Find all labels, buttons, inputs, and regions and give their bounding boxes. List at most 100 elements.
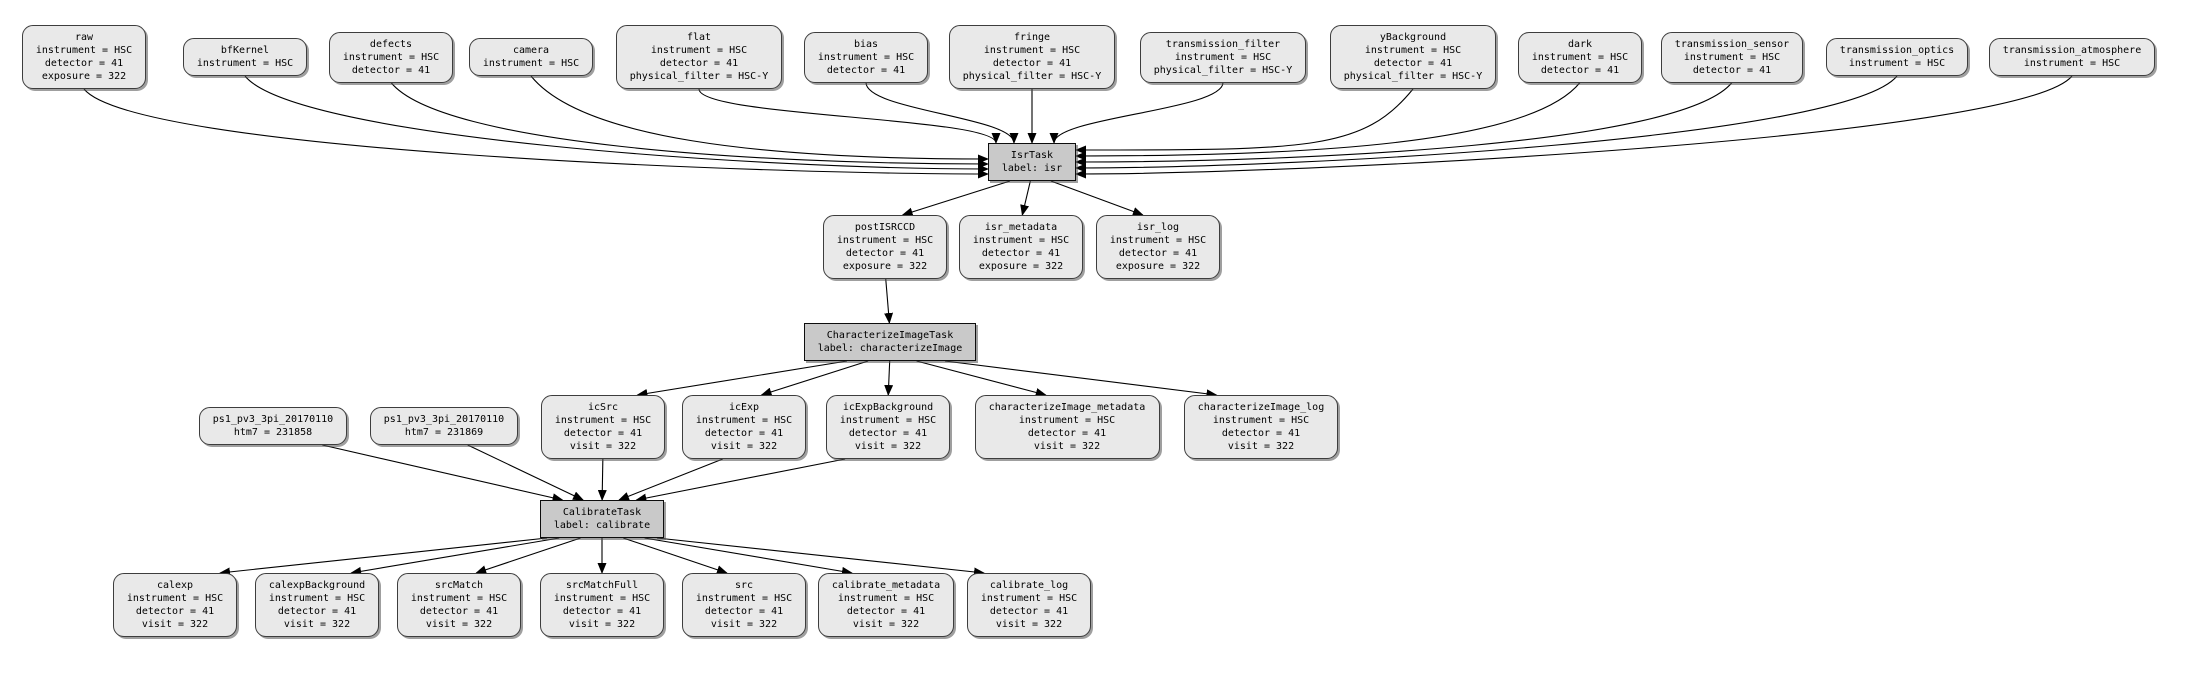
node-dimension: instrument = HSC bbox=[972, 235, 1070, 246]
node-dimension: detector = 41 bbox=[826, 64, 906, 76]
edge-raw-isr bbox=[83, 88, 989, 179]
node-title: dark bbox=[1567, 38, 1593, 50]
node-dimension: detector = 41 bbox=[989, 606, 1069, 617]
node-dimension: visit = 322 bbox=[141, 619, 209, 630]
node-dimension: visit = 322 bbox=[852, 619, 920, 630]
node-title: characterizeImage_log bbox=[1197, 402, 1325, 413]
node-dimension: detector = 41 bbox=[1118, 248, 1198, 259]
node-dimension: detector = 41 bbox=[846, 606, 926, 617]
edge-calibrate-calibrate_log bbox=[656, 537, 985, 577]
node-dimension: instrument = HSC bbox=[1109, 235, 1207, 246]
node-dimension: visit = 322 bbox=[425, 619, 493, 630]
edge-calibrate-calibrate_metadata bbox=[644, 537, 853, 576]
node-dimension: detector = 41 bbox=[44, 58, 124, 69]
node-dimension: detector = 41 bbox=[659, 58, 739, 69]
node-dimension: instrument = HSC bbox=[650, 45, 748, 56]
node-dimension: instrument = HSC bbox=[1848, 58, 1946, 69]
node-ps1_a: ps1_pv3_3pi_20170110 htm7 = 231858 bbox=[199, 407, 347, 445]
edge-calibrate-src bbox=[623, 537, 728, 575]
node-dimension: detector = 41 bbox=[845, 248, 925, 259]
node-title: bfKernel bbox=[220, 45, 270, 56]
node-dimension: detector = 41 bbox=[562, 606, 642, 617]
node-dimension: detector = 41 bbox=[135, 606, 215, 617]
edge-characterizeImage-characterizeImage_log bbox=[944, 360, 1218, 399]
node-dimension: detector = 41 bbox=[1221, 428, 1301, 439]
node-dimension: instrument = HSC bbox=[1531, 51, 1629, 63]
node-title: transmission_filter bbox=[1165, 38, 1281, 50]
node-dimension: detector = 41 bbox=[563, 428, 643, 439]
node-title: IsrTask bbox=[1010, 150, 1054, 161]
node-dimension: detector = 41 bbox=[277, 606, 357, 617]
node-title: CalibrateTask bbox=[562, 507, 642, 518]
node-title: bias bbox=[853, 38, 879, 50]
node-dimension: exposure = 322 bbox=[41, 71, 127, 82]
node-title: icSrc bbox=[587, 402, 619, 413]
edge-camera-isr bbox=[530, 75, 989, 164]
node-dimension: detector = 41 bbox=[704, 428, 784, 439]
node-dimension: exposure = 322 bbox=[842, 261, 928, 272]
node-dimension: instrument = HSC bbox=[126, 593, 224, 604]
node-title: CharacterizeImageTask bbox=[826, 330, 954, 341]
node-dimension: instrument = HSC bbox=[342, 51, 440, 63]
edge-transmission_filter-isr bbox=[1049, 82, 1224, 144]
node-dimension: physical_filter = HSC-Y bbox=[1343, 71, 1483, 82]
node-dimension: htm7 = 231858 bbox=[233, 427, 313, 438]
node-dimension: instrument = HSC bbox=[1018, 415, 1116, 426]
node-dimension: visit = 322 bbox=[1227, 441, 1295, 452]
node-dimension: physical_filter = HSC-Y bbox=[962, 71, 1102, 82]
node-dimension: visit = 322 bbox=[569, 441, 637, 452]
node-dimension: instrument = HSC bbox=[836, 235, 934, 246]
node-title: isr_log bbox=[1136, 222, 1180, 233]
node-dimension: instrument = HSC bbox=[554, 415, 652, 426]
node-title: icExp bbox=[728, 402, 760, 413]
node-dimension: htm7 = 231869 bbox=[404, 427, 484, 438]
node-title: calexpBackground bbox=[268, 580, 366, 591]
node-dimension: instrument = HSC bbox=[482, 58, 580, 69]
edge-defects-isr bbox=[390, 82, 989, 169]
node-dimension: instrument = HSC bbox=[837, 593, 935, 604]
node-title: srcMatch bbox=[434, 580, 484, 591]
node-bfKernel: bfKernel instrument = HSC bbox=[183, 38, 307, 76]
node-title: yBackground bbox=[1379, 32, 1447, 43]
node-dimension: detector = 41 bbox=[848, 428, 928, 439]
edge-characterizeImage-icSrc bbox=[636, 360, 848, 398]
edge-characterizeImage-icExp bbox=[760, 360, 869, 397]
node-dimension: visit = 322 bbox=[854, 441, 922, 452]
node-title: src bbox=[734, 580, 754, 591]
edge-icExpBackground-calibrate bbox=[635, 458, 846, 503]
edge-transmission_atmosphere-isr bbox=[1075, 75, 2073, 179]
edge-flat-isr bbox=[698, 88, 1001, 144]
node-title: ps1_pv3_3pi_20170110 bbox=[212, 414, 334, 425]
node-title: calibrate_metadata bbox=[831, 580, 941, 591]
node-dimension: detector = 41 bbox=[419, 606, 499, 617]
edge-bias-isr bbox=[865, 82, 1019, 144]
node-title: srcMatchFull bbox=[565, 580, 639, 591]
node-dimension: instrument = HSC bbox=[35, 45, 133, 56]
node-dimension: instrument = HSC bbox=[695, 593, 793, 604]
node-dimension: instrument = HSC bbox=[196, 58, 294, 69]
edge-isr-isr_metadata bbox=[1020, 180, 1031, 216]
edge-ps1_b-calibrate bbox=[467, 444, 584, 501]
node-title: camera bbox=[512, 45, 550, 56]
node-title: calibrate_log bbox=[989, 580, 1069, 591]
node-dimension: instrument = HSC bbox=[817, 51, 915, 63]
edge-postISRCCD-characterizeImage bbox=[884, 278, 894, 324]
edge-characterizeImage-icExpBackground bbox=[884, 360, 894, 396]
